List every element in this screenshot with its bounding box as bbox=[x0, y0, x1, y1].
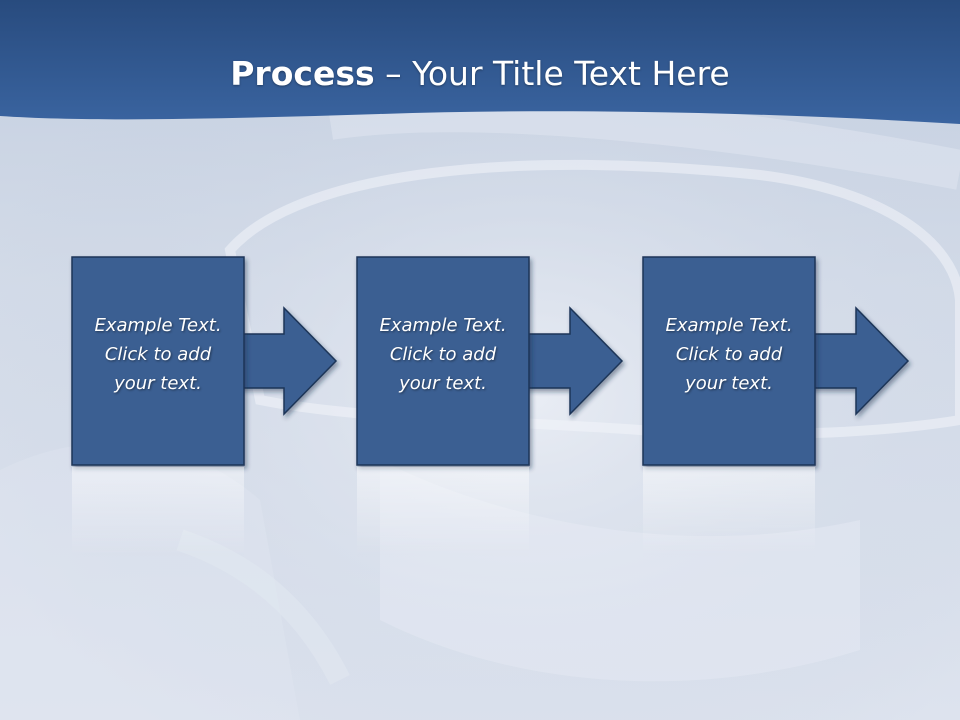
step-1-text[interactable]: Example Text. Click to add your text. bbox=[72, 311, 244, 398]
step-text-line: Click to add bbox=[104, 344, 212, 365]
process-step-2[interactable] bbox=[356, 256, 624, 557]
slide-title[interactable]: Process – Your Title Text Here bbox=[0, 52, 960, 96]
step-reflection bbox=[72, 467, 244, 557]
step-text-line: Example Text. bbox=[94, 315, 222, 336]
step-text-line: Example Text. bbox=[379, 315, 507, 336]
step-text-line: Click to add bbox=[675, 344, 783, 365]
step-text-line: your text. bbox=[399, 373, 487, 394]
arrow-right-icon bbox=[235, 306, 338, 416]
step-text-line: Click to add bbox=[389, 344, 497, 365]
step-2-text[interactable]: Example Text. Click to add your text. bbox=[357, 311, 529, 398]
title-rest: – Your Title Text Here bbox=[374, 54, 730, 93]
step-text-line: Example Text. bbox=[665, 315, 793, 336]
process-step-1[interactable] bbox=[71, 256, 338, 557]
step-text-line: your text. bbox=[114, 373, 202, 394]
title-bold: Process bbox=[230, 54, 375, 93]
step-text-line: your text. bbox=[685, 373, 773, 394]
step-box bbox=[71, 256, 245, 466]
step-3-text[interactable]: Example Text. Click to add your text. bbox=[643, 311, 815, 398]
arrow-right-icon bbox=[805, 306, 910, 416]
step-box bbox=[356, 256, 530, 466]
step-reflection bbox=[357, 467, 529, 557]
header-band bbox=[0, 0, 960, 124]
process-step-3[interactable] bbox=[642, 256, 910, 557]
step-box bbox=[642, 256, 816, 466]
step-reflection bbox=[643, 467, 815, 557]
arrow-right-icon bbox=[519, 306, 624, 416]
